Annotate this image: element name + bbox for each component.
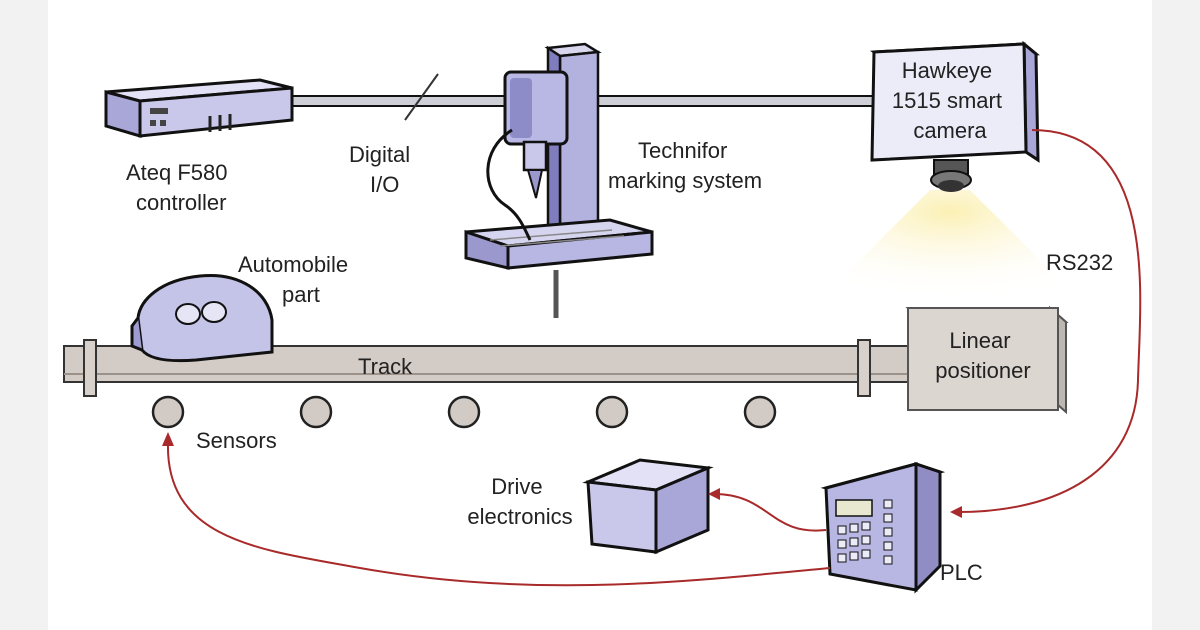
sensor-4 [595, 395, 629, 429]
wire-arrowheads [162, 432, 962, 518]
digital-io-slash [404, 73, 439, 121]
arrowhead-drive [708, 488, 720, 500]
technifor-marking-system [464, 42, 654, 318]
arrowhead-plc [950, 506, 962, 518]
rs232-label: RS232 [1046, 250, 1113, 275]
drive-electronics-label: Drive electronics [467, 474, 572, 529]
arrowhead-sensors [162, 432, 174, 446]
marking-system-label: Technifor marking system [608, 138, 762, 193]
linear-positioner-label: Linear positioner [935, 328, 1030, 383]
plc-to-sensors-wire [166, 441, 831, 587]
linear-positioner [905, 305, 1069, 415]
digital-io-label: Digital I/O [349, 142, 416, 197]
sensors-label: Sensors [196, 428, 277, 453]
sensor-5 [743, 395, 777, 429]
plc-label: PLC [940, 560, 983, 585]
camera-label: Hawkeye 1515 smart camera [892, 58, 1008, 143]
sensors [151, 395, 777, 429]
automobile-part-label: Automobile part [238, 252, 354, 307]
controller-label: Ateq F580 controller [126, 160, 234, 215]
sensor-3 [447, 395, 481, 429]
plc-unit [820, 461, 946, 594]
camera-light-cone [820, 190, 1080, 300]
ateq-controller-device [104, 78, 294, 139]
drive-electronics-box [582, 458, 714, 555]
sensor-2 [299, 395, 333, 429]
rs232-wire [957, 129, 1142, 513]
track-label: Track [358, 354, 413, 379]
automobile-part [130, 273, 274, 363]
plc-to-drive-wire [713, 493, 827, 532]
signal-wires [166, 129, 1142, 587]
sensor-1 [151, 395, 185, 429]
